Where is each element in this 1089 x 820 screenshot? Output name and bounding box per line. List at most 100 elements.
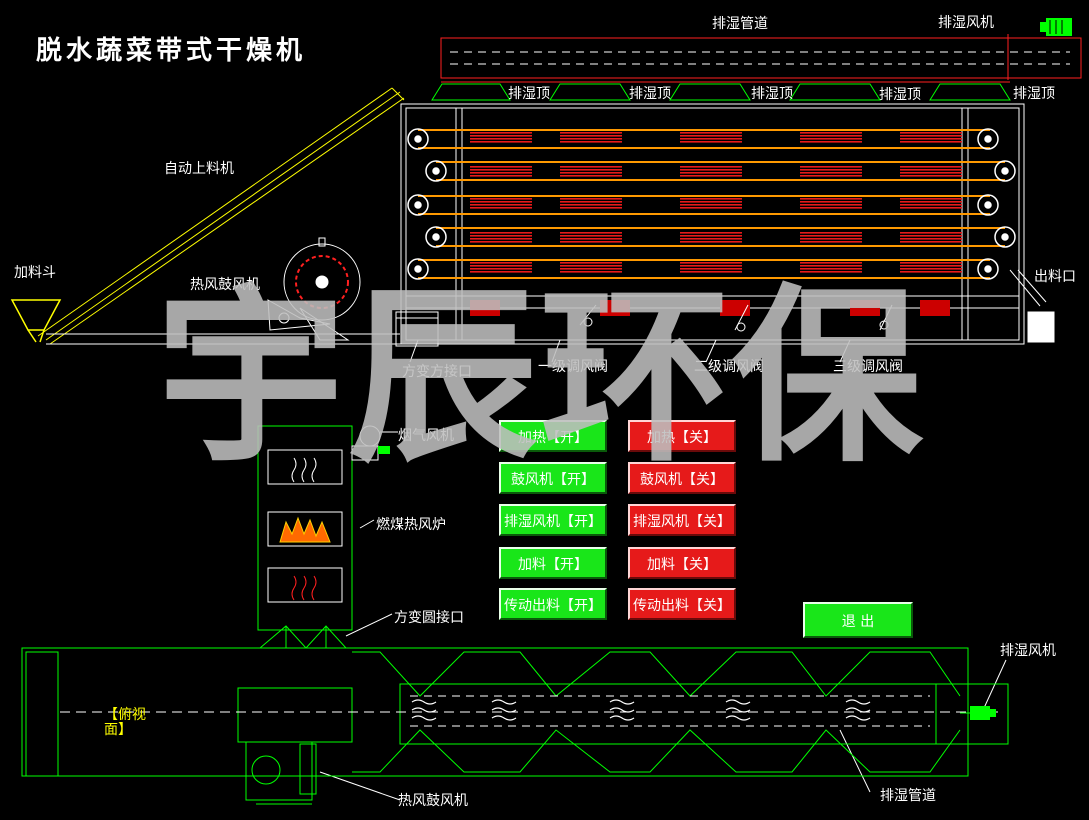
heater-fin — [560, 235, 622, 237]
heater-fin — [800, 204, 862, 206]
blower-off-button[interactable]: 鼓风机【关】 — [628, 462, 736, 494]
label-exhaust-hood-5: 排湿顶 — [1013, 86, 1055, 102]
heater-fin — [680, 135, 742, 137]
heater-fin — [560, 265, 622, 267]
top-view-layout — [21, 625, 1009, 805]
label-hot-air-blower-top: 热风鼓风机 — [190, 277, 260, 293]
label-auto-feeder: 自动上料机 — [164, 161, 234, 177]
heater-fin — [680, 271, 742, 273]
heater-fin — [900, 135, 962, 137]
heater-fin — [800, 232, 862, 234]
label-hot-air-blower-bottom: 热风鼓风机 — [398, 793, 468, 809]
heater-fin — [680, 141, 742, 143]
heater-fin — [900, 201, 962, 203]
heater-fin — [680, 166, 742, 168]
heater-fin — [470, 201, 532, 203]
exit-button[interactable]: 退 出 — [803, 602, 913, 638]
incline-feeder — [37, 87, 1024, 345]
heater-fins — [470, 132, 962, 273]
feed-on-button[interactable]: 加料【开】 — [499, 547, 607, 579]
label-exhaust-hood-3: 排湿顶 — [751, 86, 793, 102]
heater-fin — [900, 132, 962, 134]
heater-fin — [470, 169, 532, 171]
page-title: 脱水蔬菜带式干燥机 — [36, 36, 307, 66]
exhaust-fan-off-button[interactable]: 排湿风机【关】 — [628, 504, 736, 536]
hot-air-blower-top-icon — [267, 237, 361, 341]
heater-fin — [560, 166, 622, 168]
heater-fin — [560, 241, 622, 243]
coal-furnace — [257, 425, 353, 631]
label-damper-2: 二级调风阀 — [694, 359, 764, 375]
heater-fin — [800, 207, 862, 209]
heater-fin — [680, 268, 742, 270]
heater-fin — [470, 238, 532, 240]
heater-fin — [470, 204, 532, 206]
label-damper-1: 一级调风阀 — [538, 359, 608, 375]
discharge-drive-on-button[interactable]: 传动出料【开】 — [499, 588, 607, 620]
heater-fin — [800, 241, 862, 243]
heater-fin — [900, 262, 962, 264]
heater-fin — [470, 207, 532, 209]
heat-off-button[interactable]: 加热【关】 — [628, 420, 736, 452]
heater-fin — [470, 235, 532, 237]
heater-fin — [560, 268, 622, 270]
heater-fin — [900, 169, 962, 171]
heater-fin — [560, 135, 622, 137]
heater-fin — [900, 166, 962, 168]
heater-fin — [560, 141, 622, 143]
heater-fin — [800, 141, 862, 143]
heater-fin — [800, 201, 862, 203]
heater-fin — [680, 235, 742, 237]
blower-on-button[interactable]: 鼓风机【开】 — [499, 462, 607, 494]
heater-fin — [800, 238, 862, 240]
heater-fin — [560, 172, 622, 174]
heater-fin — [900, 235, 962, 237]
label-damper-3: 三级调风阀 — [833, 359, 903, 375]
heater-fin — [470, 241, 532, 243]
heater-fin — [680, 241, 742, 243]
heater-fin — [800, 271, 862, 273]
discharge-drive-off-button[interactable]: 传动出料【关】 — [628, 588, 736, 620]
heater-fin — [800, 265, 862, 267]
heater-fin — [900, 172, 962, 174]
dryer-body — [400, 103, 1025, 345]
heater-fin — [900, 271, 962, 273]
heater-fin — [470, 265, 532, 267]
heater-fin — [800, 166, 862, 168]
heater-fin — [800, 268, 862, 270]
heater-fin — [560, 198, 622, 200]
heater-fin — [470, 262, 532, 264]
heat-on-button[interactable]: 加热【开】 — [499, 420, 607, 452]
heater-fin — [470, 132, 532, 134]
hopper-icon — [10, 299, 62, 343]
heater-fin — [900, 204, 962, 206]
heater-fin — [560, 271, 622, 273]
conveyor-belts — [418, 129, 1005, 279]
heater-fin — [680, 175, 742, 177]
flue-fan-icon — [351, 425, 390, 461]
heater-fin — [900, 265, 962, 267]
heater-fin — [680, 138, 742, 140]
exhaust-fan-on-button[interactable]: 排湿风机【开】 — [499, 504, 607, 536]
exhaust-fan-top-icon — [1040, 18, 1072, 36]
heater-fin — [680, 238, 742, 240]
heater-fin — [900, 241, 962, 243]
heater-fin — [900, 198, 962, 200]
heater-fin — [470, 135, 532, 137]
discharge-chute — [1009, 269, 1055, 343]
bottom-air-dampers — [470, 300, 950, 332]
heater-fin — [560, 138, 622, 140]
heater-fin — [800, 135, 862, 137]
heater-fin — [680, 262, 742, 264]
heater-fin — [900, 207, 962, 209]
label-exhaust-pipe-bottom: 排湿管道 — [880, 788, 936, 804]
label-hopper: 加料斗 — [14, 265, 56, 281]
heater-fin — [470, 166, 532, 168]
label-exhaust-hood-2: 排湿顶 — [629, 86, 671, 102]
heater-fin — [900, 138, 962, 140]
label-square-to-round: 方变圆接口 — [394, 610, 464, 626]
label-coal-furnace: 燃煤热风炉 — [376, 517, 446, 533]
feed-off-button[interactable]: 加料【关】 — [628, 547, 736, 579]
label-square-to-square: 方变方接口 — [402, 364, 472, 380]
